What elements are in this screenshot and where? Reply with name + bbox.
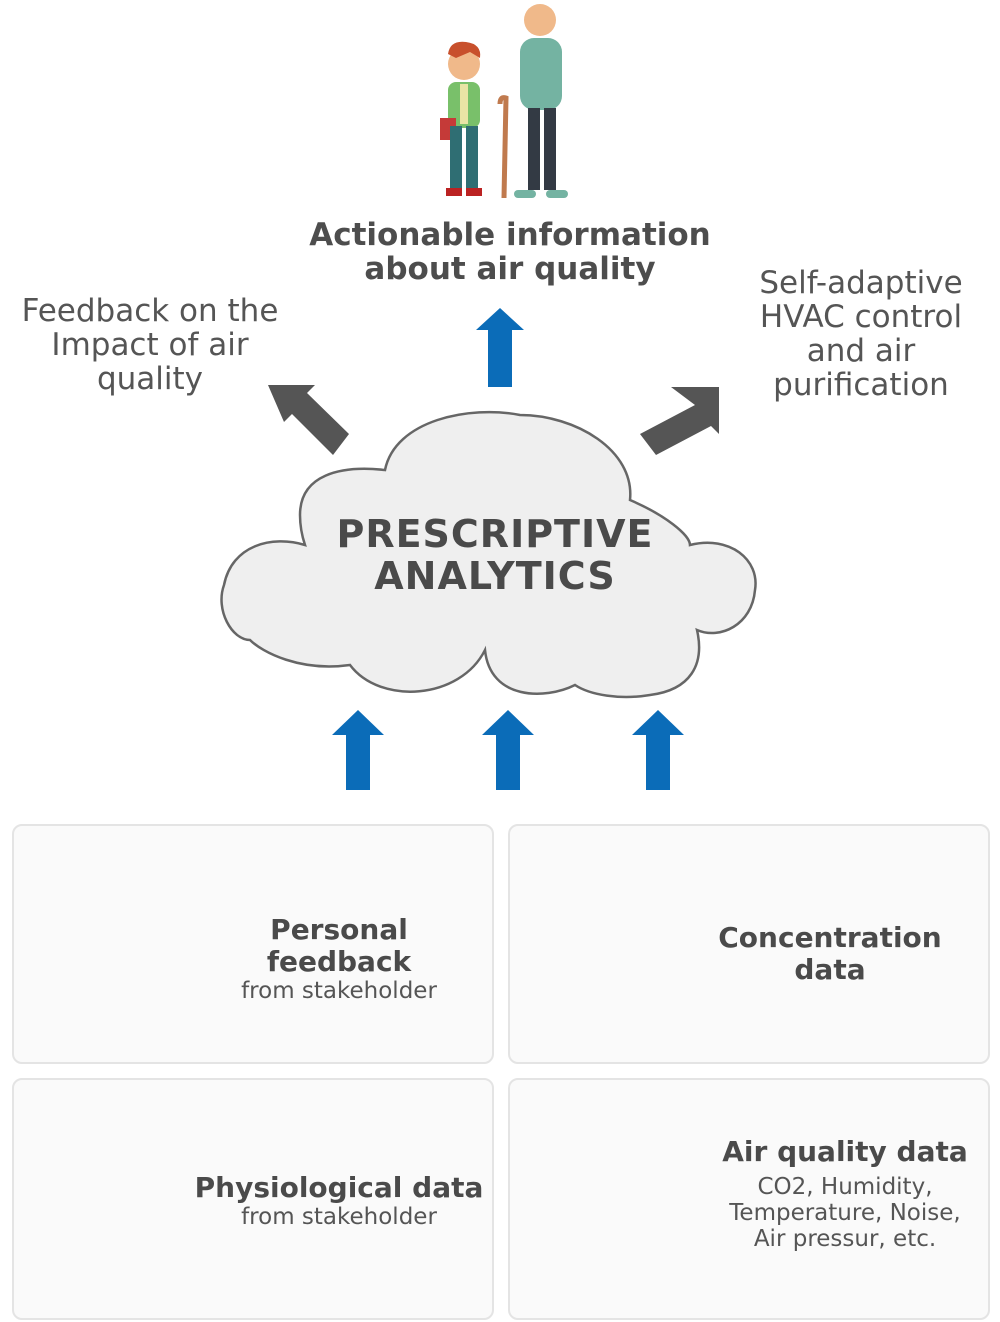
output-right-line-3: and air purification (773, 333, 949, 403)
output-left-line-2: Impact of air quality (51, 327, 249, 397)
card-airquality-detail-2: Temperature, Noise, (729, 1200, 961, 1226)
cloud-label-line-1: PRESCRIPTIVE (336, 512, 654, 556)
analytics-cloud (220, 410, 757, 699)
card-concentration-data: Concentration data (508, 824, 990, 1064)
card-physiological-subtitle: from stakeholder (241, 1204, 437, 1230)
card-airquality-title: Air quality data (722, 1135, 968, 1168)
blue-arrow-bottom-3 (632, 710, 684, 790)
card-airquality-detail-1: CO2, Humidity, (757, 1174, 933, 1200)
output-actionable-information: Actionable information about air quality (300, 218, 720, 286)
output-right-line-2: HVAC control (759, 299, 963, 335)
blue-arrow-bottom-2 (482, 710, 534, 790)
people-illustration-top (440, 4, 568, 199)
card-personal-subtitle: from stakeholder (241, 978, 437, 1004)
cloud-label-line-2: ANALYTICS (374, 554, 616, 598)
blue-arrow-top (476, 308, 524, 387)
gray-arrow-left (268, 385, 349, 455)
card-air-quality-data: Air quality data CO2, Humidity, Temperat… (508, 1078, 990, 1320)
output-feedback-impact: Feedback on the Impact of air quality (0, 294, 300, 396)
cloud-label: PRESCRIPTIVE ANALYTICS (320, 513, 670, 597)
card-personal-feedback: Personal feedback from stakeholder (12, 824, 494, 1064)
gray-arrow-right (640, 387, 719, 455)
output-right-line-1: Self-adaptive (759, 265, 963, 301)
output-left-line-1: Feedback on the (21, 293, 279, 329)
card-physiological-data: Physiological data from stakeholder (12, 1078, 494, 1320)
card-personal-title: Personal feedback (266, 913, 412, 978)
output-hvac-control: Self-adaptive HVAC control and air purif… (716, 266, 1000, 402)
output-top-line-1: Actionable information (309, 217, 711, 253)
card-physiological-title: Physiological data (194, 1171, 484, 1204)
card-concentration-title-2: data (794, 953, 866, 986)
card-concentration-title-1: Concentration (718, 921, 942, 954)
output-top-line-2: about air quality (364, 251, 656, 287)
card-airquality-detail-3: Air pressur, etc. (753, 1226, 937, 1252)
blue-arrow-bottom-1 (332, 710, 384, 790)
